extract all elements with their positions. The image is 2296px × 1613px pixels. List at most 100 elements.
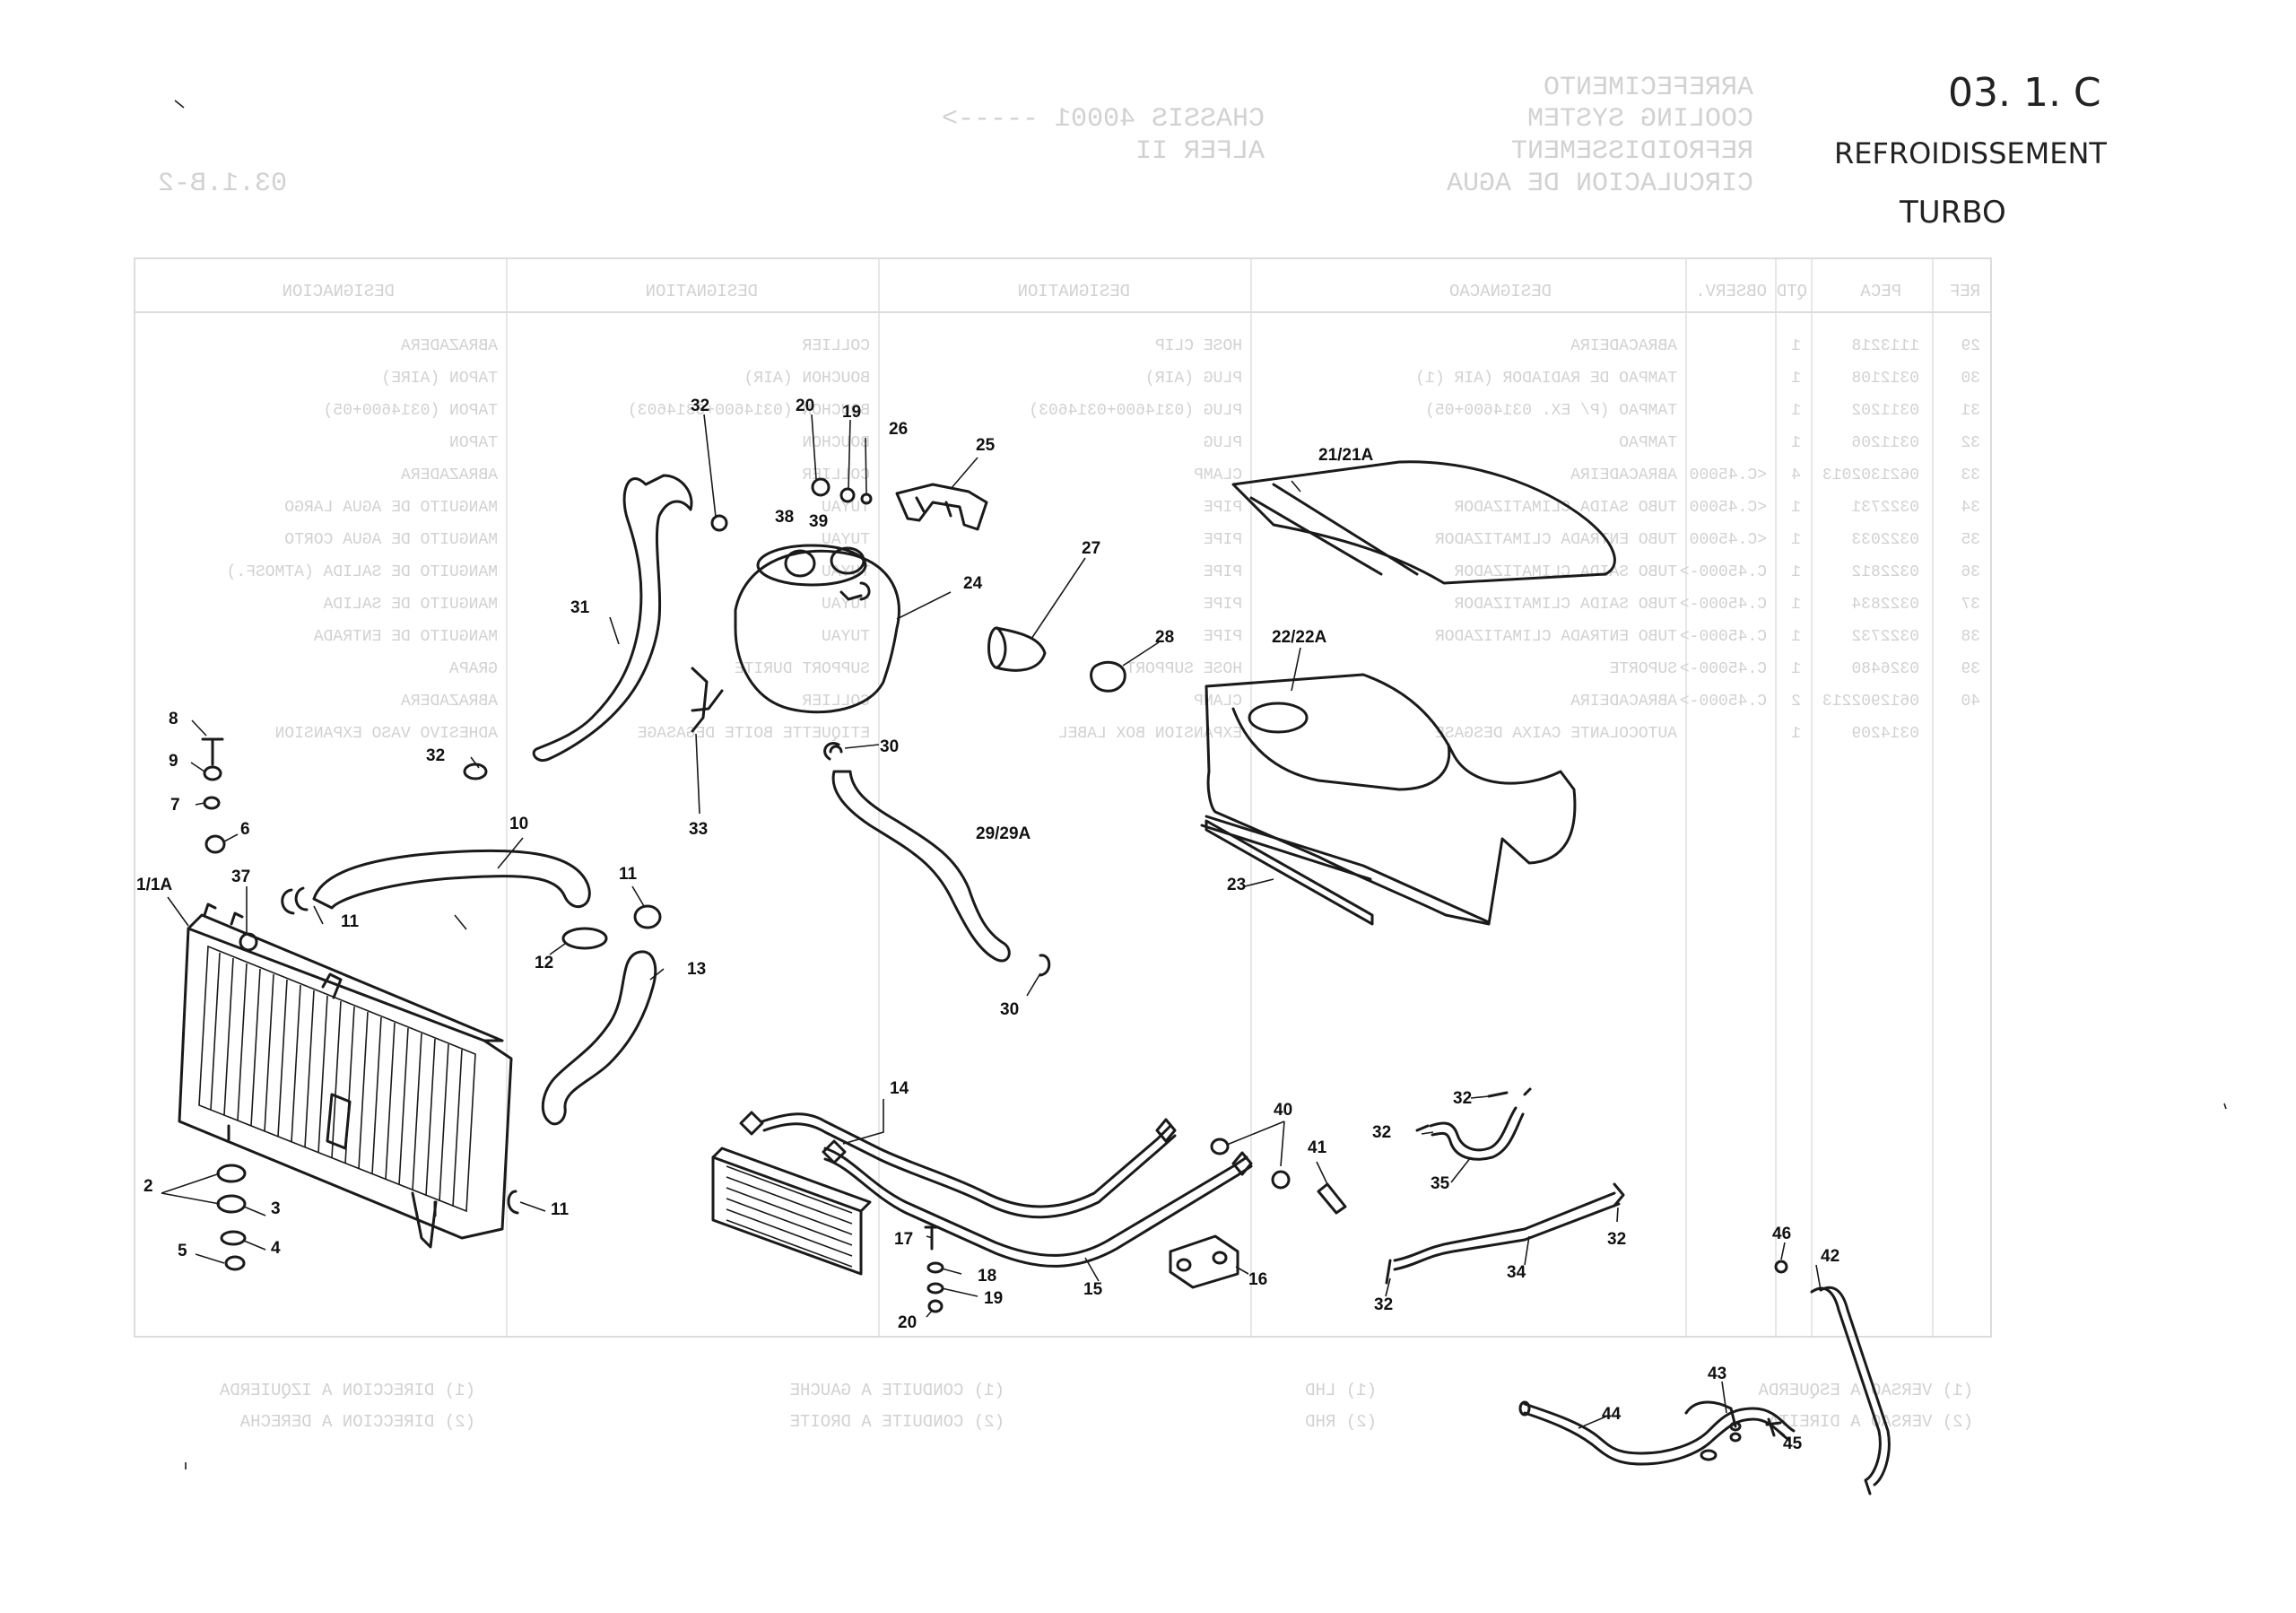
callout-45: 45 (1783, 1434, 1803, 1453)
ghost-col-header: QTD (1777, 282, 1807, 301)
ghost-footer: (1) DIRECCION A IZQUIERDA (219, 1381, 475, 1400)
callout-22-22a: 22/22A (1272, 628, 1327, 647)
ghost-table-cell: <C.45000 (1690, 466, 1767, 484)
ghost-table-cell: COLLIER (802, 693, 870, 711)
page-title: REFROIDISSEMENT (1834, 136, 2107, 170)
callout-labels: 1/1A 37 2 3 4 5 6 7 8 9 10 11 11 11 12 1… (136, 397, 1839, 1453)
callout-20a: 20 (796, 397, 814, 415)
ghost-table-cell: TUBO ENTRADA CLIMATIZADOR (1435, 628, 1677, 646)
clamp-11a (281, 886, 309, 915)
ghost-footer: (1) LHD (1305, 1381, 1377, 1400)
pipe-34 (1393, 1191, 1616, 1262)
callout-1-1a: 1/1A (136, 876, 172, 894)
mirrored-background: ARREFECIMENTO COOLING SYSTEM REFROIDISSE… (134, 73, 1992, 1432)
ghost-table-cell: <C.45000 (1690, 531, 1767, 549)
ghost-table-cell: C.45000-> (1680, 563, 1767, 581)
ghost-table-cell: 0312108 (1851, 370, 1919, 388)
ghost-table-cell: 40 (1961, 693, 1980, 711)
clip-30b (1039, 954, 1051, 977)
ghost-table-cell: 1 (1791, 725, 1801, 743)
ghost-table-cell: ABRAZADERA (401, 466, 498, 484)
ghost-table-cell: PIPE (1204, 531, 1242, 549)
ghost-table-cell: ABRAZADERA (401, 337, 498, 355)
callout-20b: 20 (898, 1313, 917, 1332)
oil-line-15 (823, 1147, 1248, 1257)
callout-18: 18 (978, 1267, 996, 1286)
callout-14: 14 (890, 1079, 909, 1098)
mirrored-header-right: ARREFECIMENTO COOLING SYSTEM REFROIDISSE… (1447, 73, 1753, 199)
ghost-table-cell: 1 (1791, 628, 1801, 646)
ghost-table-cell: 34 (1961, 499, 1980, 517)
cooler-body (711, 1155, 863, 1276)
callout-19b: 19 (984, 1289, 1003, 1308)
ghost-table-cell: 4 (1791, 466, 1801, 484)
ghost-table-cell: 1 (1791, 531, 1801, 549)
seal-23 (1205, 819, 1374, 926)
ghost-table-cell: 1 (1791, 337, 1801, 355)
callout-43: 43 (1708, 1365, 1726, 1383)
ghost-table-cell: BOUCHON (0314600+0314603) (628, 402, 870, 420)
ghost-table-cell: SUPORTE (1609, 660, 1677, 678)
plug-32b (710, 514, 728, 532)
ghost-table-cell: ABRACADEIRA (1570, 337, 1677, 355)
ghost-table-cell: TUBO SAIDA CLIMATIZADOR (1454, 563, 1677, 581)
clip-20 (811, 477, 831, 497)
ghost-table-cell: BOUCHON (802, 434, 870, 452)
clamp-11b (633, 904, 662, 929)
ghost-chassis: CHASSIS 40001 -----> (942, 104, 1265, 135)
callout-34: 34 (1507, 1263, 1526, 1282)
cap-38 (784, 549, 816, 578)
ghost-table-cell: 1 (1791, 434, 1801, 452)
callout-23: 23 (1227, 876, 1246, 894)
ghost-table-cell: TUBO ENTRADA CLIMATIZADOR (1435, 531, 1677, 549)
ghost-table-cell: C.45000-> (1680, 628, 1767, 646)
ghost-header-line: REFROIDISSEMENT (1511, 136, 1753, 167)
ghost-table-cell: TAMPAO DE RADIADOR (AIR (1) (1415, 370, 1677, 388)
ghost-table-cell: MANGUITO DE SALIDA (323, 596, 498, 614)
ghost-table-cell: 29 (1961, 337, 1980, 355)
plug-32a (463, 763, 488, 780)
ghost-table-cell: 0322731 (1851, 499, 1919, 517)
ghost-table-cell: PLUG (1204, 434, 1242, 452)
ghost-table-cell: PIPE (1204, 563, 1242, 581)
ghost-table-cell: TUBO SAIDA CLIMATIZADOR (1454, 596, 1677, 614)
bracket-25 (895, 483, 988, 531)
radiator-mounts (201, 737, 519, 1271)
nut-40b (1271, 1170, 1291, 1190)
bolt-41 (1317, 1182, 1347, 1215)
ghost-table-cell: ETIQUETTE BOITE DEGASAGE (638, 725, 870, 743)
ghost-table-cell: 38 (1961, 628, 1980, 646)
fittings (987, 626, 1126, 693)
callout-37: 37 (231, 868, 250, 886)
ghost-footer: (2) RHD (1305, 1412, 1377, 1432)
callout-6: 6 (240, 820, 250, 839)
callout-5: 5 (178, 1242, 187, 1260)
oil-cooler (711, 1111, 1347, 1313)
ghost-table-cell: C.45000-> (1680, 693, 1767, 711)
ghost-table-cell: 1 (1791, 563, 1801, 581)
ghost-table-cell: C.45000-> (1680, 660, 1767, 678)
ghost-table-cell: ABRACADEIRA (1570, 693, 1677, 711)
clip-28 (1090, 660, 1126, 693)
callout-32b: 32 (426, 746, 445, 765)
hose-13 (541, 950, 657, 1126)
ghost-table-cell: 35 (1961, 531, 1980, 549)
oil-line-14 (761, 1112, 1172, 1208)
ghost-header-line: COOLING SYSTEM (1527, 104, 1753, 135)
ghost-table-cell: GRAPA (449, 660, 498, 678)
callout-28: 28 (1155, 628, 1174, 647)
callout-31: 31 (570, 598, 590, 617)
ghost-table-cell: 2 (1791, 693, 1801, 711)
callout-8: 8 (169, 710, 178, 728)
rubber-mount-2 (216, 1164, 247, 1183)
clamp-40a (1210, 1138, 1230, 1155)
ghost-table-cell: TUYAU (822, 628, 870, 646)
ghost-table-cell: 0322732 (1851, 628, 1919, 646)
nut-20b (927, 1299, 944, 1313)
ghost-table-cell: PIPE (1204, 628, 1242, 646)
ghost-page-ref: 03.1.B-2 (158, 169, 287, 199)
ghost-table-cell: 37 (1961, 596, 1980, 614)
ghost-table-cell: MANGUITO DE SALIDA (ATMOSF.) (227, 563, 498, 581)
washer-9 (203, 765, 222, 781)
callout-15: 15 (1083, 1280, 1103, 1299)
